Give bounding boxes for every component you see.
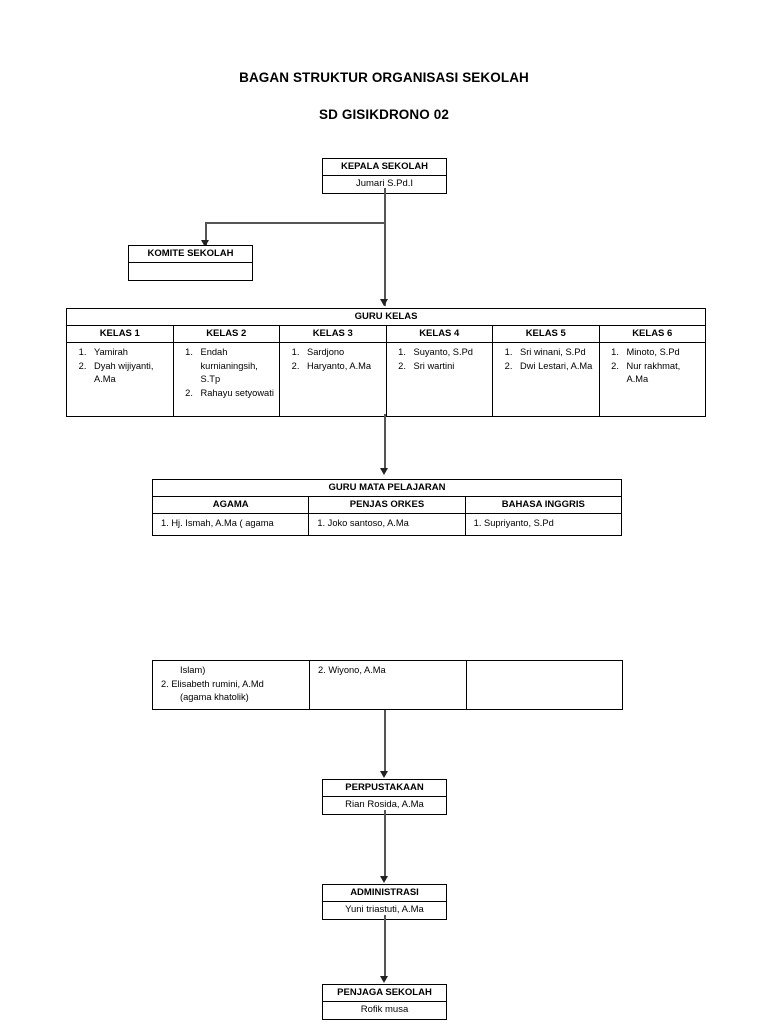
mapel-band-row: GURU MATA PELAJARAN [152, 479, 622, 497]
list-item: 2. Wiyono, A.Ma [318, 665, 386, 675]
guru-kelas-band-row: GURU KELAS [66, 308, 706, 326]
guru-kelas-cell-4: Suyanto, S.Pd Sri wartini [385, 342, 493, 417]
connector-perpustakaan-to-administrasi [384, 810, 386, 880]
list-item: 1. Joko santoso, A.Ma [317, 518, 409, 528]
list-item: Dwi Lestari, A.Ma [515, 360, 597, 374]
list-item: 2. Elisabeth rumini, A.Md [161, 678, 264, 689]
mapel-continued-agama-list: Islam) 2. Elisabeth rumini, A.Md (agama … [155, 664, 307, 705]
guru-kelas-col-header-3: KELAS 3 [279, 325, 387, 343]
table-guru-kelas: GURU KELAS KELAS 1 KELAS 2 KELAS 3 KELAS… [66, 308, 706, 417]
guru-kelas-cell-2: Endah kurnianingsih, S.Tp Rahayu setyowa… [172, 342, 280, 417]
table-guru-mata-pelajaran: GURU MATA PELAJARAN AGAMA PENJAS ORKES B… [151, 479, 623, 536]
list-item: Sardjono [302, 346, 384, 360]
guru-kelas-name-list-5: Sri winani, S.Pd Dwi Lestari, A.Ma [495, 346, 597, 373]
page-subtitle: SD GISIKDRONO 02 [319, 107, 449, 122]
guru-kelas-name-list-2: Endah kurnianingsih, S.Tp Rahayu setyowa… [176, 346, 278, 400]
mapel-header-row: AGAMA PENJAS ORKES BAHASA INGGRIS [151, 496, 623, 514]
guru-kelas-cell-6: Minoto, S.Pd Nur rakhmat, A.Ma [598, 342, 706, 417]
guru-kelas-col-header-5: KELAS 5 [492, 325, 600, 343]
page-title: BAGAN STRUKTUR ORGANISASI SEKOLAH [239, 70, 529, 85]
connector-kepala-to-komite-horizontal [205, 222, 385, 224]
list-item: 1. Supriyanto, S.Pd [473, 518, 554, 528]
connector-mapel-to-perpustakaan [384, 710, 386, 775]
guru-kelas-col-header-2: KELAS 2 [172, 325, 280, 343]
mapel-continued-cell-bahasa [466, 660, 623, 710]
arrowhead-administrasi [380, 876, 388, 883]
list-item: Minoto, S.Pd [622, 346, 704, 360]
guru-kelas-col-header-6: KELAS 6 [598, 325, 706, 343]
guru-kelas-name-list-1: Yamirah Dyah wijiyanti, A.Ma [69, 346, 171, 387]
list-item: Dyah wijiyanti, A.Ma [89, 360, 171, 387]
mapel-cell-bahasa: 1. Supriyanto, S.Pd [464, 513, 623, 536]
list-item: 1. Hj. Ismah, A.Ma ( agama [161, 518, 274, 528]
mapel-col-header-bahasa: BAHASA INGGRIS [464, 496, 623, 514]
mapel-band-label: GURU MATA PELAJARAN [152, 479, 622, 497]
node-komite-sekolah: KOMITE SEKOLAH [128, 245, 253, 281]
list-item: Yamirah [89, 346, 171, 360]
guru-kelas-header-row: KELAS 1 KELAS 2 KELAS 3 KELAS 4 KELAS 5 … [66, 325, 706, 343]
guru-kelas-band-label: GURU KELAS [66, 308, 706, 326]
connector-kepala-vertical [384, 188, 386, 306]
mapel-continued-cell-agama: Islam) 2. Elisabeth rumini, A.Md (agama … [152, 660, 310, 710]
node-perpustakaan-title: PERPUSTAKAAN [323, 780, 446, 797]
guru-kelas-body-row: Yamirah Dyah wijiyanti, A.Ma Endah kurni… [66, 342, 706, 417]
guru-kelas-cell-1: Yamirah Dyah wijiyanti, A.Ma [66, 342, 174, 417]
node-administrasi-title: ADMINISTRASI [323, 885, 446, 902]
mapel-col-header-agama: AGAMA [151, 496, 310, 514]
guru-kelas-col-header-4: KELAS 4 [385, 325, 493, 343]
mapel-cell-agama: 1. Hj. Ismah, A.Ma ( agama [151, 513, 310, 536]
node-komite-sekolah-name [129, 263, 252, 280]
connector-gurukelas-to-mapel [384, 414, 386, 472]
arrowhead-perpustakaan [380, 771, 388, 778]
node-administrasi: ADMINISTRASI Yuni triastuti, A.Ma [322, 884, 447, 920]
guru-kelas-name-list-3: Sardjono Haryanto, A.Ma [282, 346, 384, 373]
list-item: Islam) [180, 665, 206, 675]
node-kepala-sekolah-name: Jumari S.Pd.I [355, 178, 414, 189]
mapel-cell-penjas: 1. Joko santoso, A.Ma [308, 513, 466, 536]
guru-kelas-name-list-4: Suyanto, S.Pd Sri wartini [389, 346, 491, 373]
list-item: Sri wartini [409, 360, 491, 374]
list-item: (agama khatolik) [180, 692, 249, 702]
node-penjaga-sekolah-title: PENJAGA SEKOLAH [323, 985, 446, 1002]
list-item: Endah kurnianingsih, S.Tp [196, 346, 278, 387]
node-penjaga-sekolah-name: Rofik musa [360, 1004, 409, 1015]
connector-komite-vertical [205, 222, 207, 245]
arrowhead-penjaga [380, 976, 388, 983]
table-guru-mata-pelajaran-continued: Islam) 2. Elisabeth rumini, A.Md (agama … [152, 660, 623, 710]
arrowhead-komite [201, 240, 209, 247]
guru-kelas-name-list-6: Minoto, S.Pd Nur rakhmat, A.Ma [602, 346, 704, 387]
mapel-continued-cell-penjas: 2. Wiyono, A.Ma [309, 660, 467, 710]
node-administrasi-name: Yuni triastuti, A.Ma [345, 904, 424, 915]
list-item: Suyanto, S.Pd [409, 346, 491, 360]
mapel-continued-row: Islam) 2. Elisabeth rumini, A.Md (agama … [152, 660, 623, 710]
mapel-col-header-penjas: PENJAS ORKES [308, 496, 466, 514]
node-penjaga-sekolah: PENJAGA SEKOLAH Rofik musa [322, 984, 447, 1020]
node-kepala-sekolah-title: KEPALA SEKOLAH [323, 159, 446, 176]
guru-kelas-col-header-1: KELAS 1 [66, 325, 174, 343]
guru-kelas-cell-5: Sri winani, S.Pd Dwi Lestari, A.Ma [492, 342, 600, 417]
list-item: Rahayu setyowati [196, 387, 278, 401]
list-item: Nur rakhmat, A.Ma [622, 360, 704, 387]
list-item: Haryanto, A.Ma [302, 360, 384, 374]
guru-kelas-cell-3: Sardjono Haryanto, A.Ma [279, 342, 387, 417]
list-item: Sri winani, S.Pd [515, 346, 597, 360]
arrowhead-mapel [380, 468, 388, 475]
arrowhead-guru-kelas [380, 299, 388, 306]
node-perpustakaan-name: Rian Rosida, A.Ma [345, 799, 424, 810]
node-komite-sekolah-title: KOMITE SEKOLAH [129, 246, 252, 263]
mapel-body-row: 1. Hj. Ismah, A.Ma ( agama 1. Joko santo… [151, 513, 623, 536]
connector-administrasi-to-penjaga [384, 915, 386, 980]
